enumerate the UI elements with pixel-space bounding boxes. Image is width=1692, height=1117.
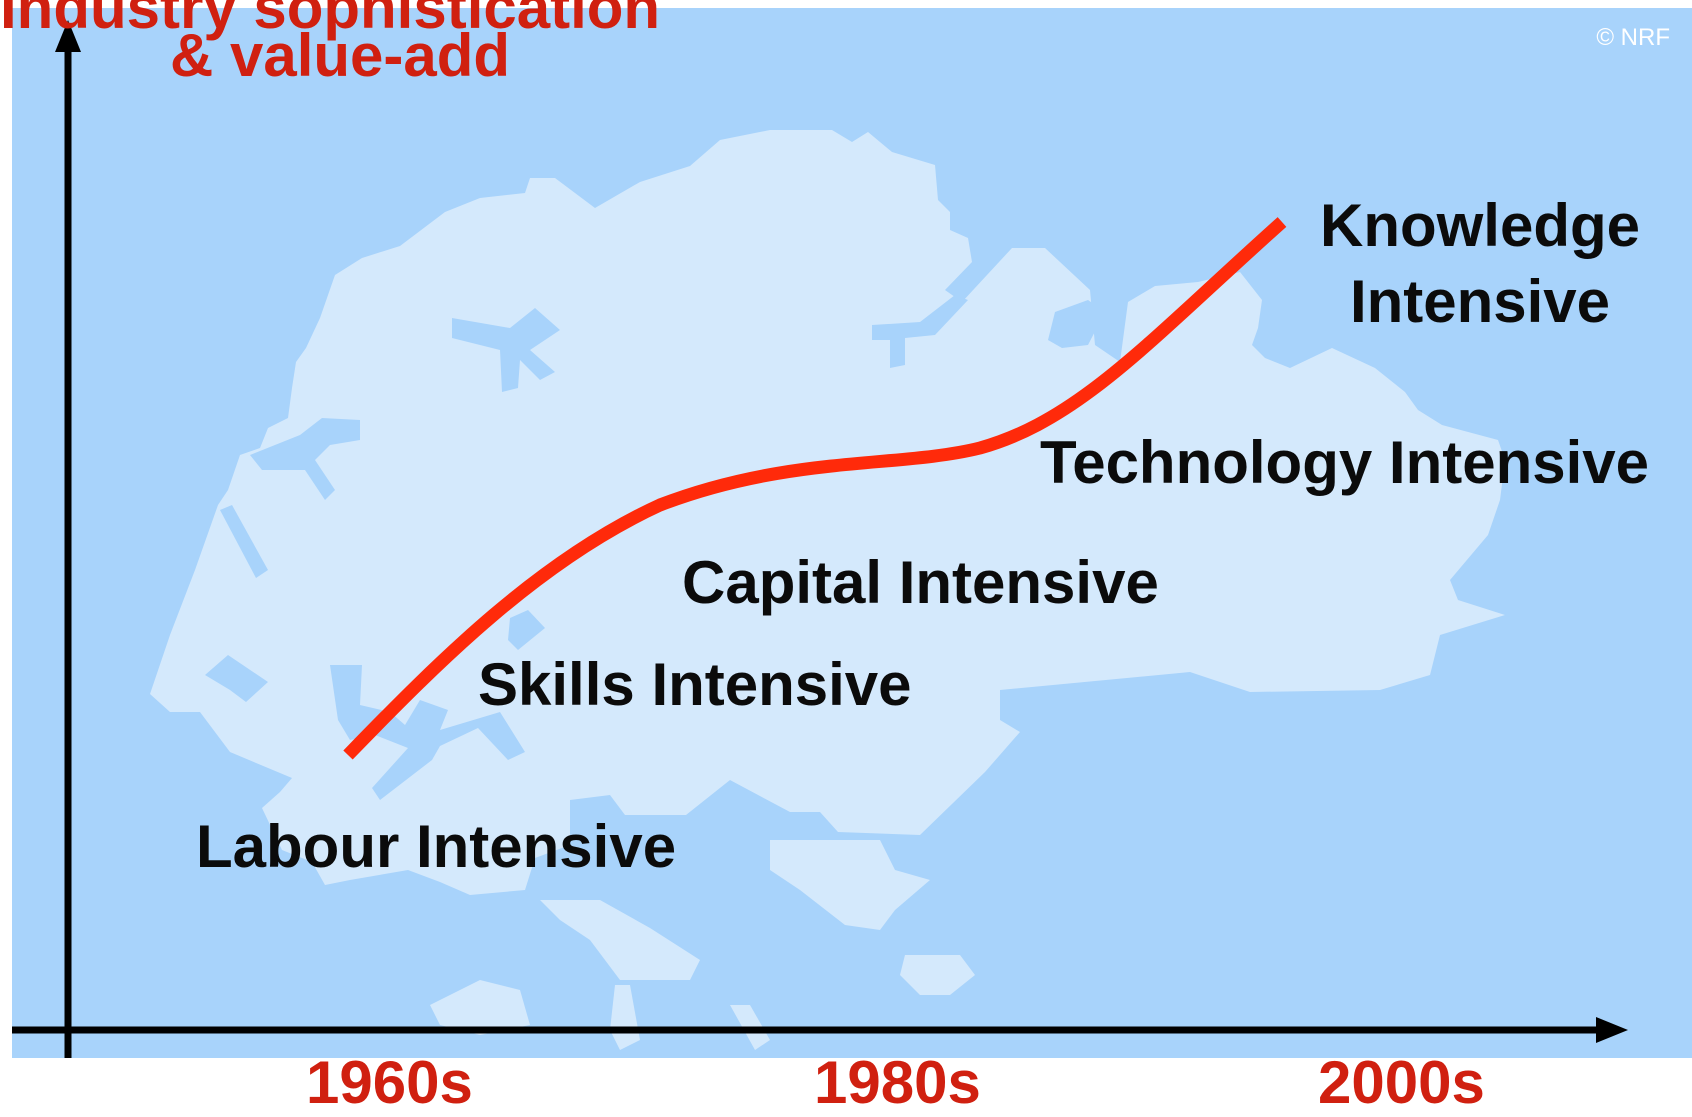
map-water-channels (205, 295, 1105, 800)
y-axis-label: Industry sophistication & value-add (0, 0, 660, 89)
stage-label-skills: Skills Intensive (478, 651, 912, 718)
y-axis-label-line-1: Industry sophistication (0, 0, 661, 41)
stage-label-knowledge-text: Knowledge Intensive (1319, 192, 1640, 335)
credit-text: © NRF (1596, 24, 1670, 51)
stage-label-capital: Capital Intensive (682, 549, 1159, 616)
y-axis (55, 20, 81, 1058)
x-tick-1980s: 1980s (814, 1049, 981, 1116)
stage-label-labour: Labour Intensive (196, 813, 677, 880)
stage-label-technology: Technology Intensive (1040, 429, 1649, 496)
x-tick-1960s: 1960s (306, 1049, 473, 1116)
y-axis-label-line-2: & value-add (170, 22, 511, 89)
x-axis (12, 1017, 1628, 1043)
growth-curve (343, 217, 1287, 760)
stage-label-knowledge: Knowledge Intensive (1300, 188, 1660, 340)
x-tick-2000s: 2000s (1318, 1049, 1485, 1116)
